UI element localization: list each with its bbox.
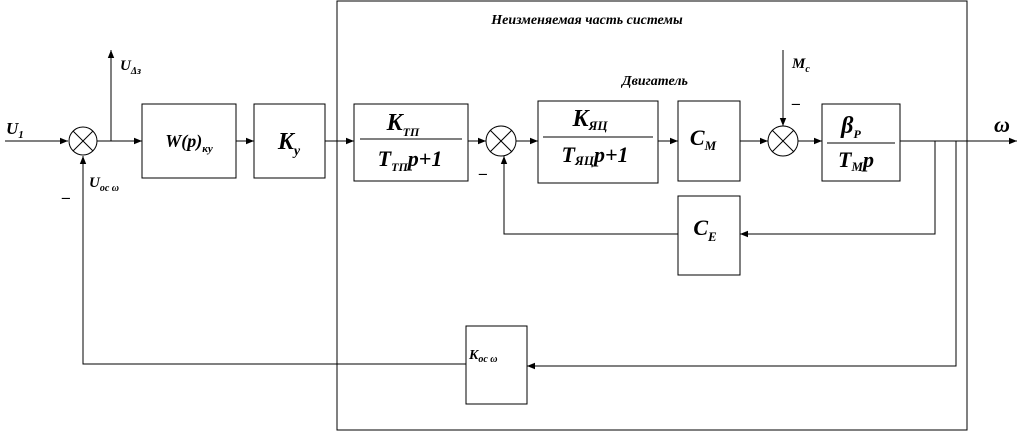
svg-text:βP: βP xyxy=(840,113,861,141)
minus-sign-torque: – xyxy=(791,95,800,112)
svg-text:KЯЦ: KЯЦ xyxy=(571,106,608,133)
svg-text:CE: CE xyxy=(693,215,717,244)
subsystem-title: Неизменяемая часть системы xyxy=(490,13,683,28)
gain-block: Kу xyxy=(253,103,326,179)
motor-label: Двигатель xyxy=(620,74,688,89)
converter-block: KТП TТПp+1 xyxy=(353,103,469,182)
armature-block: KЯЦ TЯЦp+1 xyxy=(537,100,659,184)
svg-text:W(p)ку: W(p)ку xyxy=(165,131,213,155)
minus-sign-armature: – xyxy=(478,165,487,182)
controller-block: W(p)ку xyxy=(141,103,237,179)
input-signal-label: U1 xyxy=(6,119,24,141)
svg-text:TЯЦp+1: TЯЦp+1 xyxy=(561,142,628,168)
emf-feedback-line xyxy=(740,141,936,238)
svg-text:KТП: KТП xyxy=(386,110,420,139)
summing-junction-input xyxy=(68,126,98,156)
feedback-gain-block: Kос ω xyxy=(465,325,528,405)
load-torque-label: Mc xyxy=(791,56,810,75)
speed-feedback-to-sum1-line xyxy=(79,156,466,365)
mechanics-block: βP TMp xyxy=(821,103,901,182)
svg-text:CM: CM xyxy=(690,125,717,153)
output-signal-label: ω xyxy=(994,112,1010,137)
subsystem-frame xyxy=(336,0,968,431)
svg-text:Kос ω: Kос ω xyxy=(468,348,498,365)
feedback-signal-label: Uос ω xyxy=(89,175,119,194)
emf-to-sum2-line xyxy=(500,156,678,235)
minus-sign-input: – xyxy=(61,189,70,206)
torque-constant-block: CM xyxy=(677,100,741,182)
error-signal-label: UΔз xyxy=(120,58,141,77)
svg-text:TMp: TMp xyxy=(838,147,874,174)
emf-constant-block: CE xyxy=(677,195,741,276)
svg-text:TТПp+1: TТПp+1 xyxy=(378,146,443,174)
speed-feedback-line xyxy=(527,141,957,370)
summing-junction-torque xyxy=(767,125,799,157)
svg-text:Kу: Kу xyxy=(277,129,301,159)
summing-junction-armature xyxy=(485,125,517,157)
